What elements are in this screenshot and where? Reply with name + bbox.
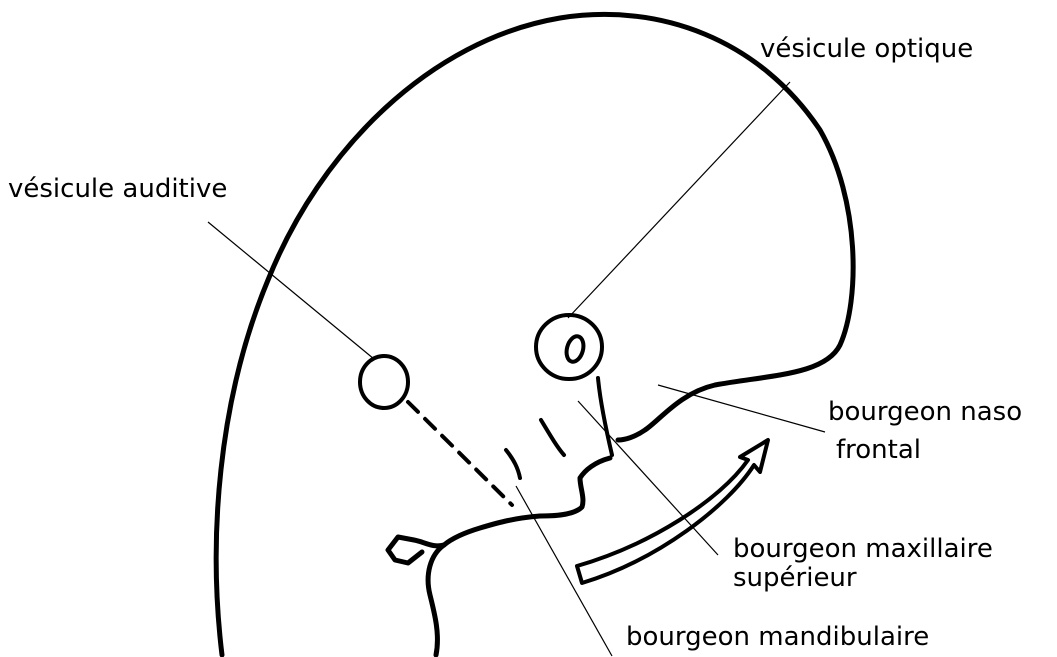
label-vesicule-optique: vésicule optique <box>760 34 973 64</box>
auditory-vesicle <box>360 356 408 408</box>
dashed-otic-line <box>408 402 512 505</box>
label-vesicule-auditive: vésicule auditive <box>8 174 227 204</box>
label-bourgeon-naso-frontal-2: frontal <box>836 435 921 465</box>
leader-vesicule-auditive <box>208 222 374 359</box>
optic-lens <box>564 334 586 363</box>
leader-bourgeon-maxillaire <box>578 401 718 555</box>
label-bourgeon-mandibulaire: bourgeon mandibulaire <box>626 622 929 652</box>
upper-lip-outline <box>540 458 610 516</box>
leader-bourgeon-naso-frontal <box>658 385 825 432</box>
label-bourgeon-maxillaire-1: bourgeon maxillaire <box>733 534 993 564</box>
mandible-outline <box>444 516 540 545</box>
leader-bourgeon-mandibulaire <box>516 486 612 656</box>
pharyngeal-cleft-2 <box>506 450 520 478</box>
leader-vesicule-optique <box>568 82 790 318</box>
pharyngeal-cleft-1 <box>541 420 564 455</box>
label-bourgeon-naso-frontal-1: bourgeon naso <box>828 397 1022 427</box>
nasofrontal-groove <box>598 378 612 455</box>
neck-outline <box>428 545 444 655</box>
label-bourgeon-maxillaire-2: supérieur <box>733 563 857 593</box>
